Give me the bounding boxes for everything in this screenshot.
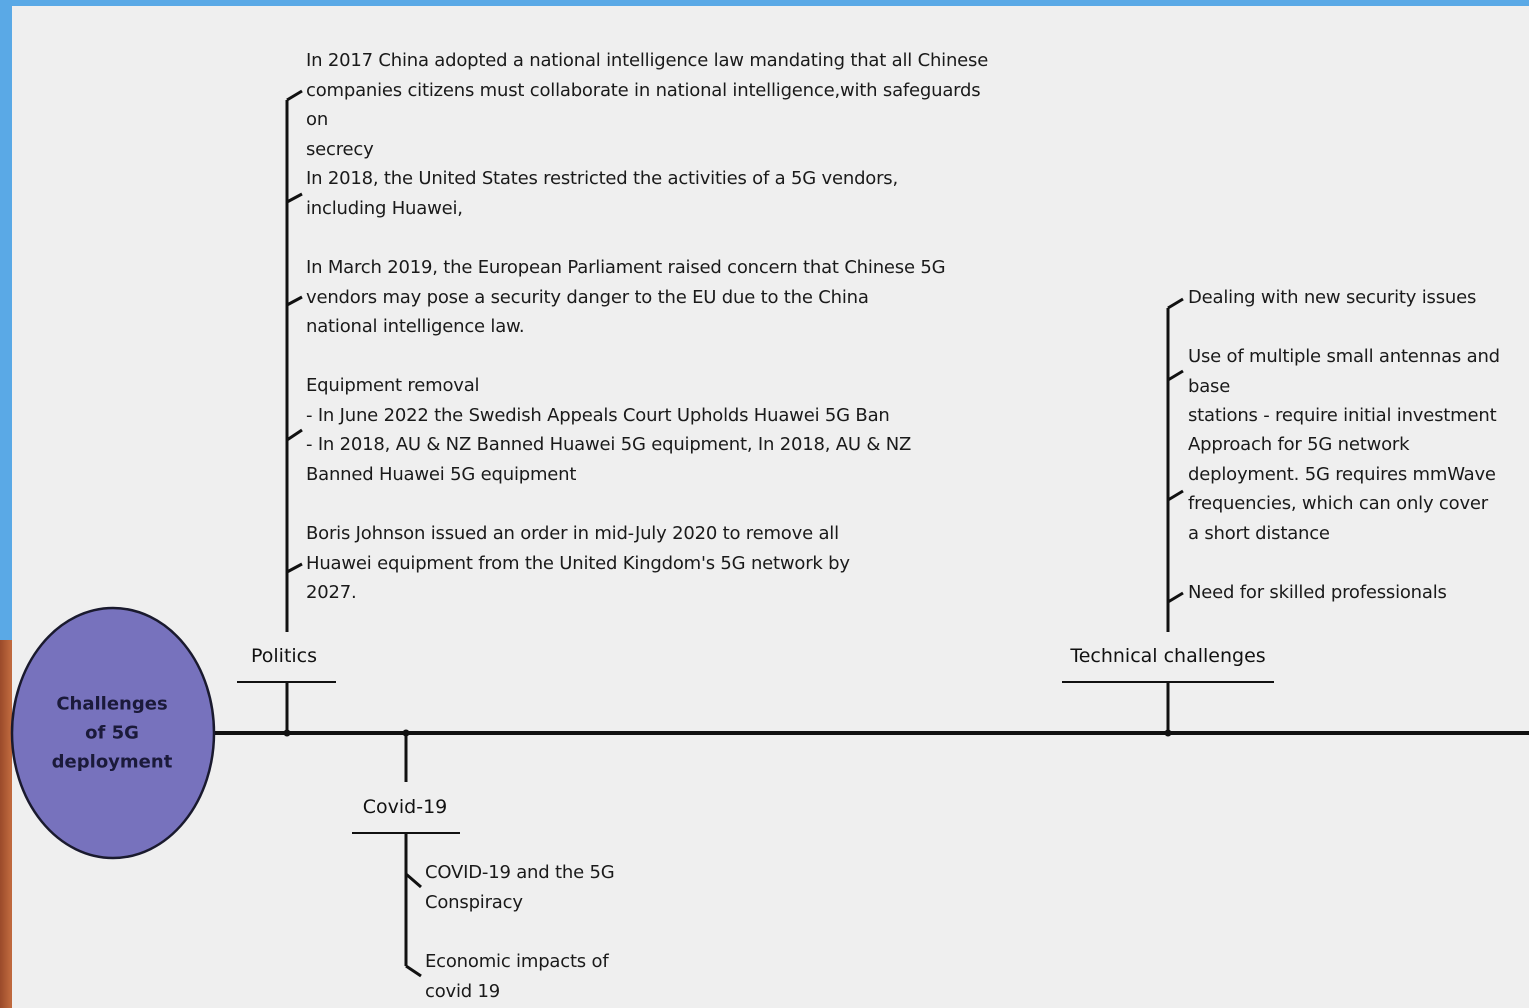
technical-item-4: Need for skilled professionals [1188, 582, 1447, 603]
covid-node [402, 729, 410, 737]
politics-item-2: In 2018, the United States restricted th… [306, 168, 899, 219]
covid-item-tick-2 [405, 964, 422, 978]
politics-item-4: Equipment removal - In June 2022 the Swe… [306, 375, 912, 485]
politics-item-tick-4 [286, 428, 303, 442]
technical-item-tick-4 [1167, 591, 1184, 604]
politics-item-tick-3 [286, 295, 303, 307]
technical-item-2: Use of multiple small antennas and base … [1188, 346, 1500, 426]
covid-item-2: Economic impacts of covid 19 [425, 951, 609, 1002]
politics-item-tick-2 [286, 192, 303, 204]
politics-item-5: Boris Johnson issued an order in mid-Jul… [306, 523, 850, 603]
branch-label-technical: Technical challenges [1070, 645, 1266, 667]
branch-label-covid: Covid-19 [362, 796, 448, 818]
branch-label-politics: Politics [250, 645, 318, 667]
technical-item-tick-1 [1167, 297, 1184, 310]
politics-item-tick-5 [286, 562, 303, 574]
technical-item-3: Approach for 5G network deployment. 5G r… [1188, 434, 1496, 544]
covid-item-tick-1 [405, 872, 422, 889]
politics-item-tick-1 [286, 89, 303, 102]
technical-node [1164, 729, 1172, 737]
technical-item-1: Dealing with new security issues [1188, 287, 1477, 308]
politics-node [283, 729, 291, 737]
politics-item-3: In March 2019, the European Parliament r… [306, 257, 946, 337]
technical-item-tick-3 [1167, 489, 1184, 502]
diagram-canvas [12, 6, 1529, 1008]
covid-item-1: COVID-19 and the 5G Conspiracy [425, 862, 615, 913]
center-title: Challenges of 5G deployment [51, 693, 173, 773]
center-node [10, 606, 216, 860]
technical-item-tick-2 [1167, 369, 1184, 382]
politics-item-1: In 2017 China adopted a national intelli… [306, 50, 989, 160]
